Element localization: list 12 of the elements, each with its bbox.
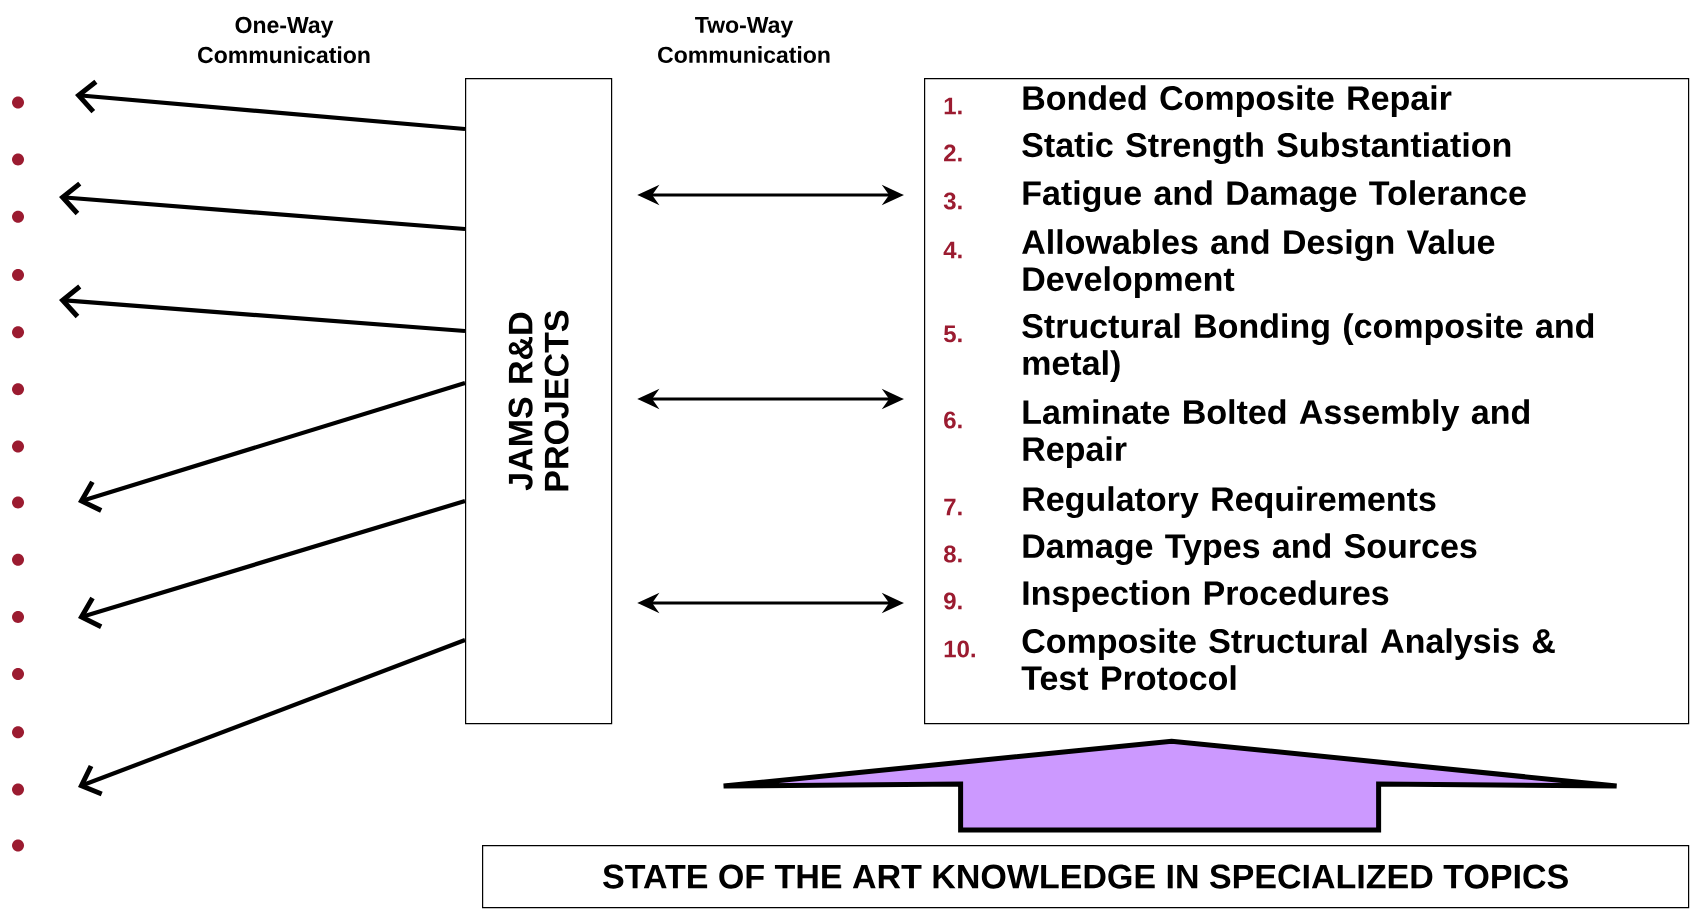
heading-label: Two-Way Communication [658, 16, 830, 63]
topic-list-box: 1. Bonded Composite Repair 2. Static Strength Substantiation 3. Fatigue and Damage Tolerance 4. Allowables and Design Value Development 5. Structural Bonding (composite and metal) 6. Laminate Bolted Assembly and Repair 7. Regulatory Requirements 8. Damage Types and Sources 9. Inspection Procedures 10. Composite Structural Analysis & Test Protocol [924, 78, 1690, 725]
project-box: JAMS R&D PROJECTS [465, 78, 613, 725]
arrow [75, 79, 466, 132]
arrow [78, 381, 466, 513]
arrow [59, 284, 466, 334]
arrow [78, 638, 466, 797]
block-arrow [721, 738, 1620, 833]
arrow [78, 499, 466, 629]
knowledge-box: STATE OF THE ART KNOWLEDGE IN SPECIALIZED TOPICS [482, 845, 1690, 909]
arrow [59, 181, 466, 232]
heading-label: One-Way Communication [198, 16, 370, 64]
